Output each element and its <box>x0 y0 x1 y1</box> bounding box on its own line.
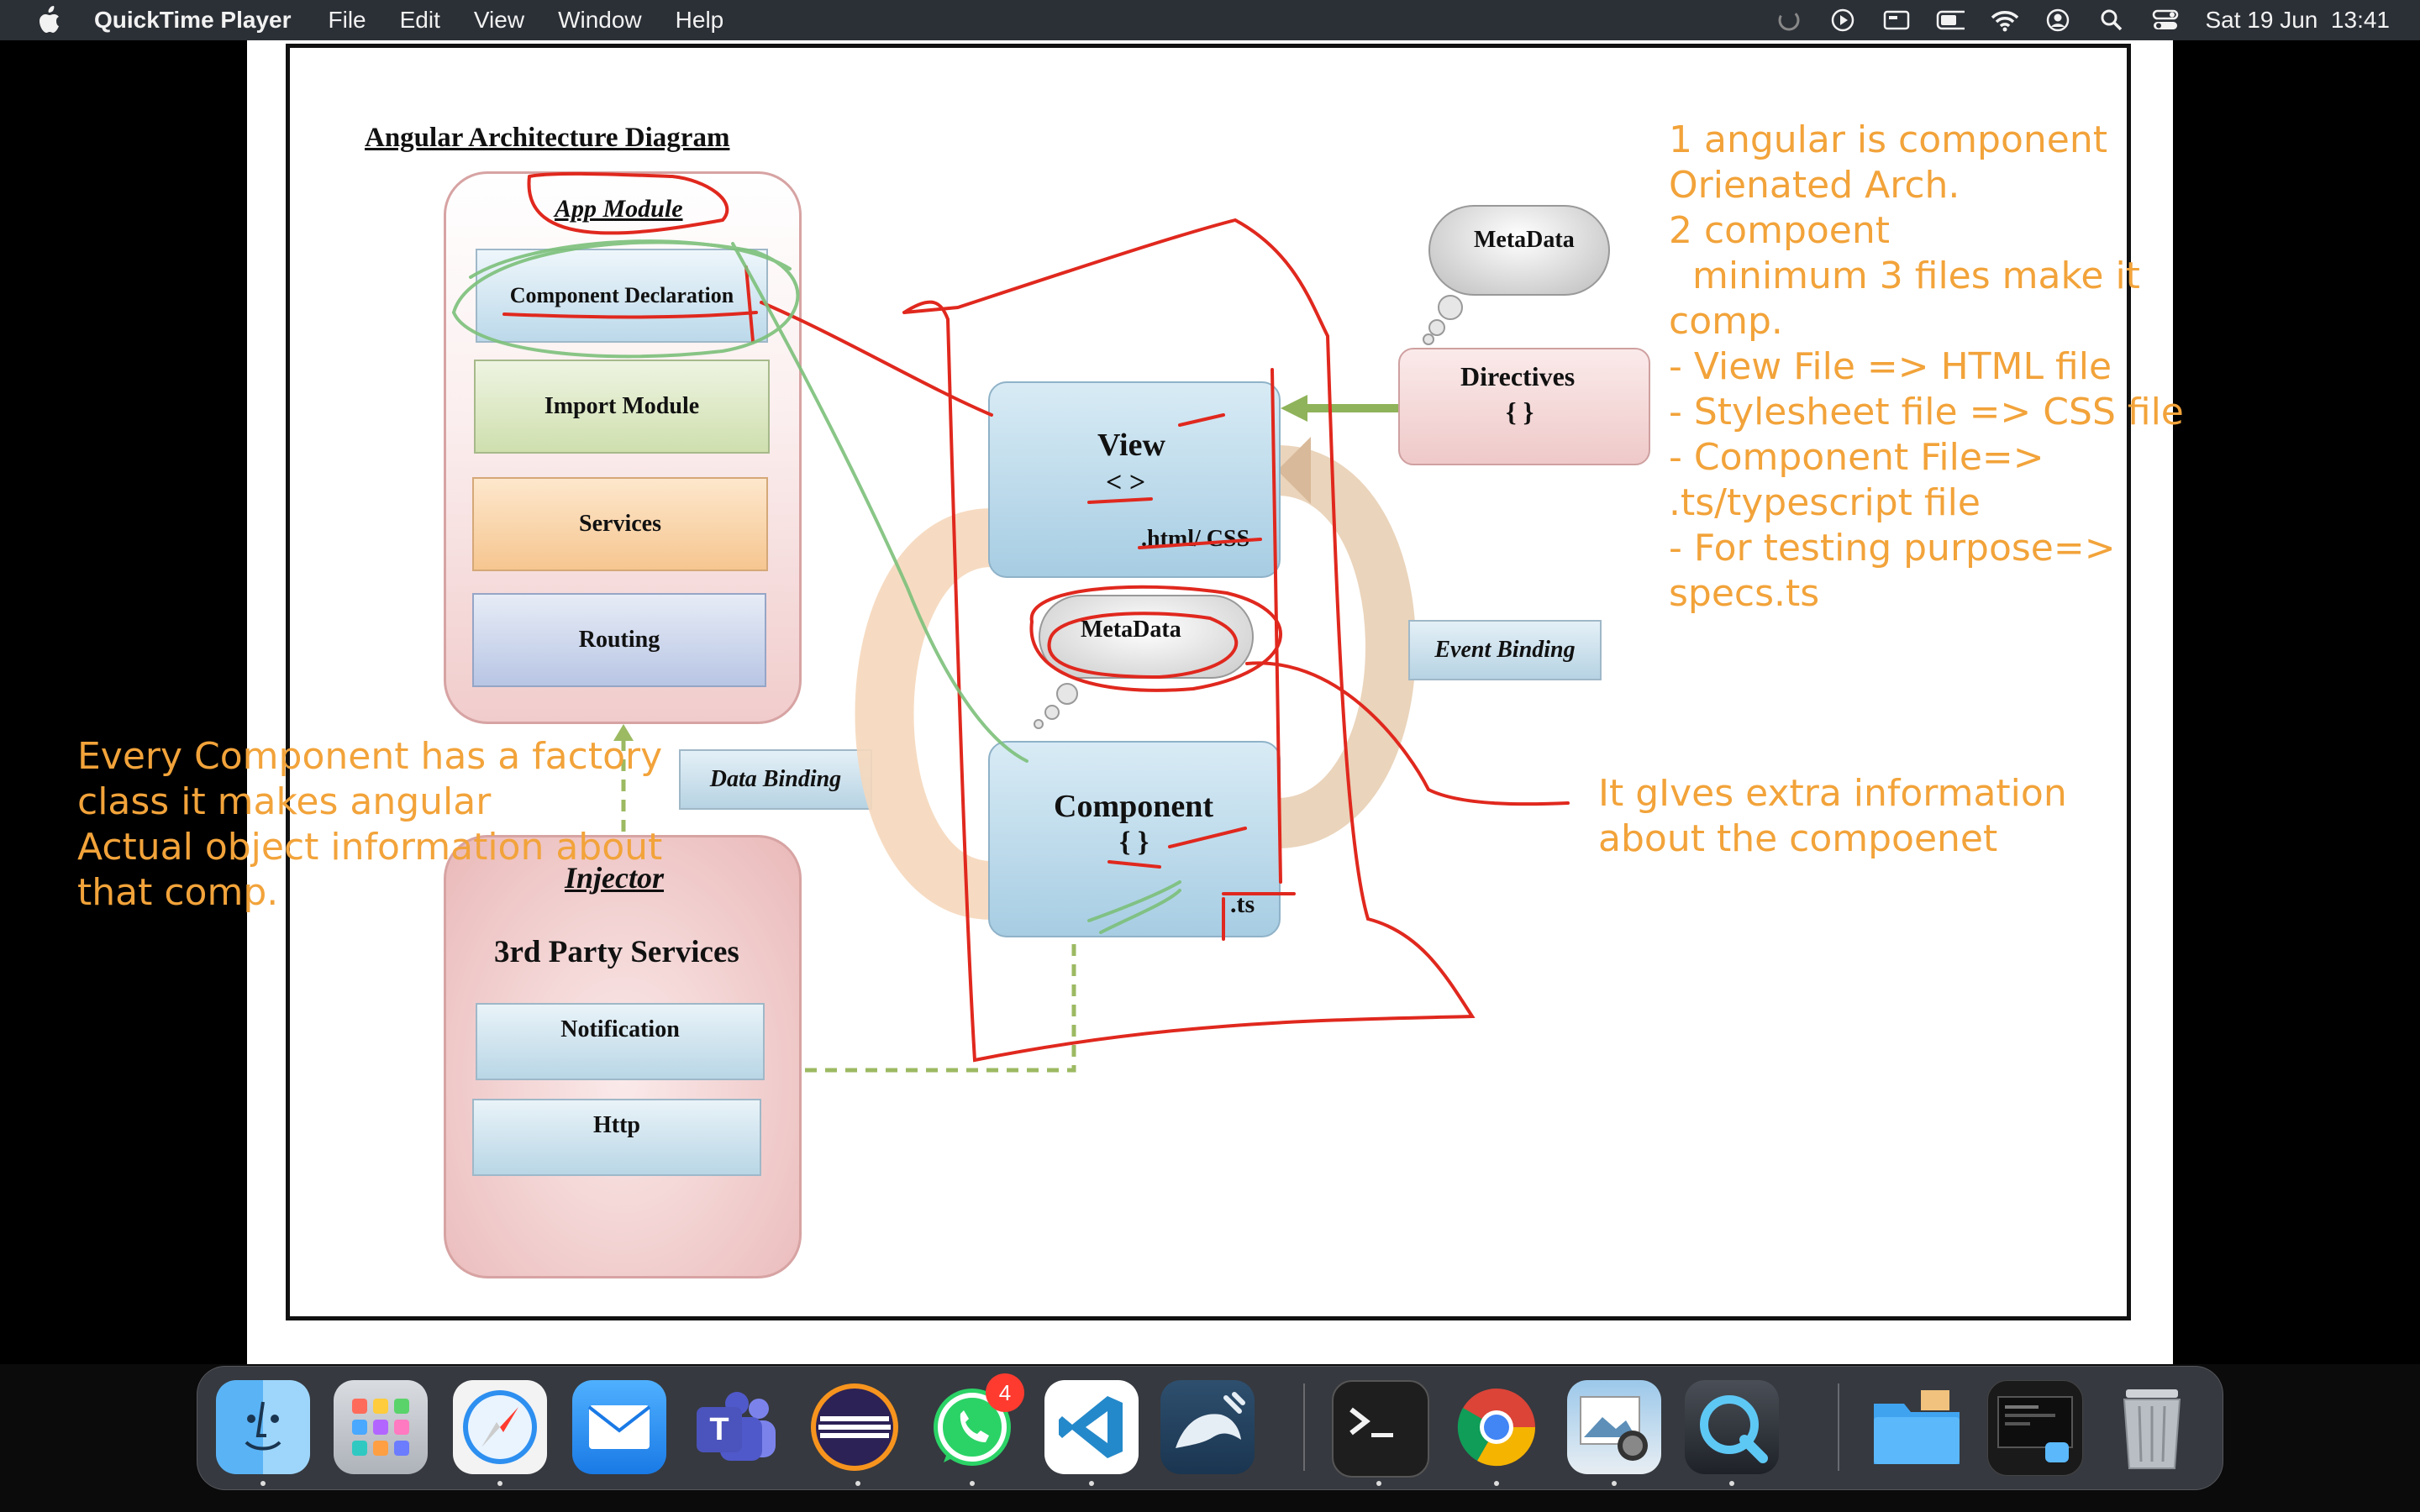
preview-icon[interactable] <box>1567 1380 1661 1474</box>
dock-separator <box>1838 1383 1839 1471</box>
mail-icon[interactable] <box>572 1380 666 1474</box>
battery-icon[interactable] <box>1936 6 1965 34</box>
menubar-clock[interactable]: Sat 19 Jun 13:41 <box>2205 7 2390 33</box>
finder-icon[interactable] <box>216 1380 310 1474</box>
control-center-icon[interactable] <box>2151 6 2180 34</box>
wifi-icon[interactable] <box>1990 6 2019 34</box>
dock-separator <box>1303 1383 1305 1471</box>
whatsapp-badge: 4 <box>986 1373 1024 1412</box>
vscode-icon[interactable] <box>1044 1380 1139 1474</box>
mysql-icon[interactable] <box>1160 1380 1255 1474</box>
dock: T 4 <box>197 1366 2223 1490</box>
slide-frame <box>286 44 2131 1320</box>
safari-icon[interactable] <box>453 1380 547 1474</box>
quicktime-running-dot <box>1729 1481 1734 1486</box>
trash-icon[interactable] <box>2105 1380 2199 1474</box>
chrome-icon[interactable] <box>1449 1380 1544 1474</box>
play-icon[interactable] <box>1828 6 1857 34</box>
preview-running-dot <box>1612 1481 1617 1486</box>
svg-text:T: T <box>709 1412 729 1447</box>
siri-icon[interactable] <box>1775 6 1803 34</box>
menu-file[interactable]: File <box>328 7 366 33</box>
folder-icon[interactable] <box>1870 1380 1964 1474</box>
whatsapp-running-dot <box>970 1481 975 1486</box>
safari-running-dot <box>497 1481 502 1486</box>
apple-menu-icon[interactable] <box>34 6 67 34</box>
display-icon[interactable] <box>1882 6 1911 34</box>
teams-icon[interactable]: T <box>690 1380 784 1474</box>
user-icon[interactable] <box>2044 6 2072 34</box>
quicktime-icon[interactable] <box>1685 1380 1779 1474</box>
whatsapp-icon[interactable]: 4 <box>925 1373 1024 1474</box>
finder-running-dot <box>260 1481 266 1486</box>
app-name-menu[interactable]: QuickTime Player <box>94 7 292 33</box>
menu-help[interactable]: Help <box>675 7 724 33</box>
menu-bar: QuickTime Player File Edit View Window H… <box>0 0 2420 40</box>
eclipse-icon[interactable] <box>808 1380 902 1474</box>
menu-edit[interactable]: Edit <box>399 7 440 33</box>
video-frame <box>247 40 2173 1364</box>
launchpad-icon[interactable] <box>334 1380 428 1474</box>
menu-view[interactable]: View <box>473 7 525 33</box>
chrome-running-dot <box>1494 1481 1499 1486</box>
eclipse-running-dot <box>855 1481 860 1486</box>
terminal-icon[interactable] <box>1332 1380 1429 1478</box>
spotlight-icon[interactable] <box>2097 6 2126 34</box>
screenshot-icon[interactable] <box>1987 1380 2083 1476</box>
vscode-running-dot <box>1089 1481 1094 1486</box>
menu-window[interactable]: Window <box>558 7 642 33</box>
terminal-running-dot <box>1376 1481 1381 1486</box>
